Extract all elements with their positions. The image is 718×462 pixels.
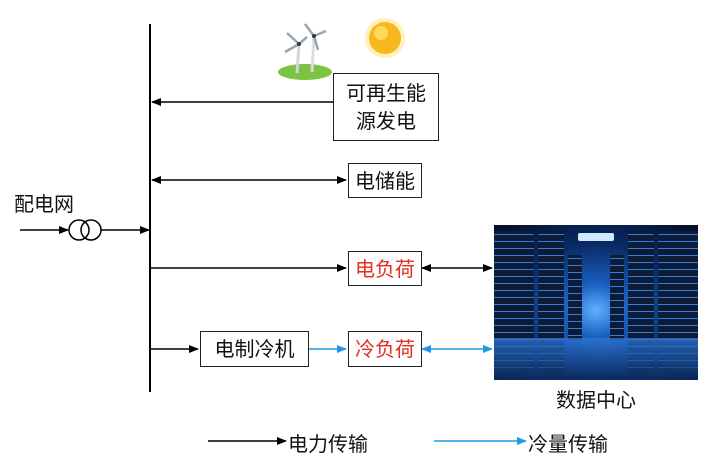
renewable-label: 可再生能 源发电 bbox=[346, 81, 426, 133]
legend-power-label: 电力传输 bbox=[288, 432, 368, 456]
electric-storage-box: 电储能 bbox=[348, 163, 422, 198]
chiller-label: 电制冷机 bbox=[214, 337, 295, 361]
legend-cooling-label: 冷量传输 bbox=[528, 432, 608, 456]
server-room-image bbox=[494, 225, 698, 380]
cool-load-label: 冷负荷 bbox=[355, 337, 415, 361]
storage-label: 电储能 bbox=[355, 168, 415, 193]
transformer-icon bbox=[68, 219, 102, 241]
sun-icon bbox=[365, 18, 405, 58]
elec-load-label: 电负荷 bbox=[355, 256, 415, 281]
wind-turbine-icon bbox=[278, 23, 332, 80]
electric-chiller-box: 电制冷机 bbox=[200, 331, 309, 367]
datacenter-label: 数据中心 bbox=[556, 388, 636, 412]
grid-label: 配电网 bbox=[14, 192, 74, 216]
electric-load-box: 电负荷 bbox=[348, 251, 422, 286]
cooling-load-box: 冷负荷 bbox=[348, 331, 422, 367]
renewable-generation-box: 可再生能 源发电 bbox=[333, 73, 439, 141]
